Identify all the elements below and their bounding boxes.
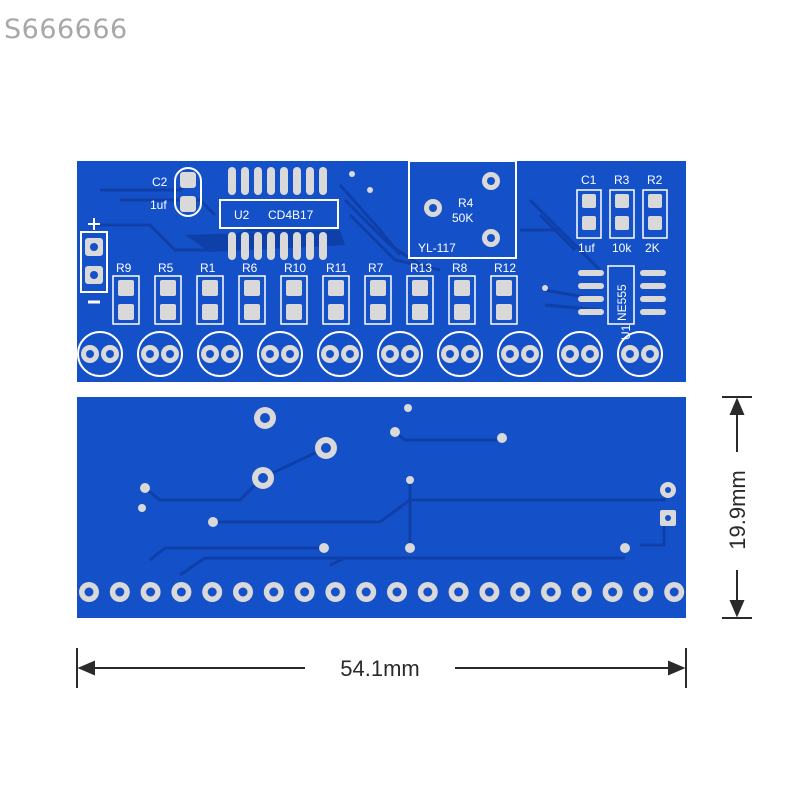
watermark-text: S666666 [4,14,128,45]
solder-pad [448,582,469,602]
resistor-label-r6: R6 [242,261,258,275]
resistor-label-r9: R9 [116,261,132,275]
led-row [77,331,663,377]
pcb-back [77,397,686,618]
led-footprint [197,331,243,377]
solder-pad [387,582,407,602]
solder-pad [510,582,531,602]
height-label: 19.9mm [725,470,750,549]
resistor-r11: R11 [322,261,350,325]
r3-value: 10k [612,241,632,255]
r2-value: 2K [645,241,660,255]
resistor-label-r5: R5 [158,261,174,275]
resistor-label-r10: R10 [284,261,306,275]
solder-pad [479,582,500,602]
resistor-label-r13: R13 [410,261,432,275]
solder-pad [294,582,315,602]
solder-pad [633,582,654,602]
pot-r4: R4 50K YL-117 [408,160,517,259]
led-footprint [497,331,543,377]
ic-u2-label: U2 [234,208,250,222]
solder-pad [109,582,130,602]
pot-r4-label: R4 [458,196,474,210]
led-footprint [437,331,483,377]
u1-label: U1 [619,324,633,340]
solder-pad [417,582,438,602]
resistor-r7: R7 [364,261,392,325]
led-footprint [257,331,303,377]
ic-u2-part: CD4B17 [268,208,314,222]
cap-c2-value: 1uf [150,198,167,212]
pcb-front-copper-pour [185,230,345,252]
power-header [80,218,108,304]
width-dimension [76,648,687,688]
resistor-r8: R8 [448,261,476,325]
pcb-back-board [77,397,686,618]
r2-label: R2 [647,173,663,187]
led-footprint [317,331,363,377]
solder-pad [325,582,346,602]
led-footprint [137,331,183,377]
cap-c2: C2 1uf [150,167,202,217]
resistor-label-r11: R11 [326,261,347,275]
solder-pad [541,582,561,602]
led-footprint [377,331,423,377]
solder-pad [140,582,161,602]
led-footprint [557,331,603,377]
solder-pad [202,582,223,602]
led-footprint [617,331,663,377]
solder-pad [79,582,99,602]
width-label: 54.1mm [340,656,419,681]
top-right-parts: C1 R3 R2 1uf 10k 2K [576,173,668,255]
pcb-back-traces [144,430,672,577]
resistor-row: R9 R5 R1 R6 R10 R11 R7 R13 R8 R12 [112,261,518,325]
pcb-front: C2 1uf U2 CD4B17 R4 50K YL-117 [77,160,686,382]
solder-pad [171,582,192,602]
solder-pad [263,582,284,602]
ne555-label: NE555 [615,284,629,321]
resistor-r5: R5 [154,261,182,325]
resistor-r13: R13 [406,261,434,325]
height-dimension [722,396,752,619]
resistor-r10: R10 [280,261,308,325]
led-footprint [77,331,123,377]
resistor-label-r1: R1 [200,261,216,275]
resistor-r1: R1 [196,261,224,325]
resistor-r9: R9 [112,261,140,325]
c1-value: 1uf [578,241,595,255]
solder-pad [356,582,377,602]
resistor-r12: R12 [490,261,518,325]
pcb-front-traces [95,178,602,312]
solder-pad [571,582,592,602]
resistor-r6: R6 [238,261,266,325]
ic-u2: U2 CD4B17 [219,167,339,260]
solder-pad [233,582,253,602]
solder-pad [602,582,623,602]
resistor-label-r8: R8 [452,261,468,275]
pot-r4-value: 50K [452,211,473,225]
resistor-label-r7: R7 [368,261,384,275]
solder-pad [664,582,685,602]
ic-ne555: NE555 U1 [578,265,666,340]
cap-c2-label: C2 [152,175,168,189]
pot-r4-model: YL-117 [418,241,456,255]
r3-label: R3 [614,173,630,187]
resistor-label-r12: R12 [494,261,516,275]
c1-label: C1 [581,173,597,187]
